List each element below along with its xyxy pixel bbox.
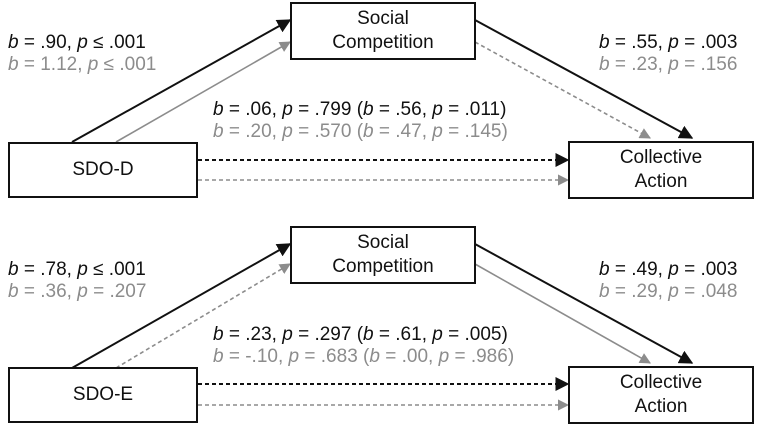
- bottom-outcome-box: Collective Action: [568, 366, 754, 424]
- top-b-path-black-arrow: [474, 19, 694, 139]
- top-predictor-box: SDO-D: [8, 142, 198, 198]
- bottom-b-path-black-arrow: [474, 243, 694, 364]
- bottom-predictor-box: SDO-E: [8, 367, 198, 423]
- bottom-predictor-label: SDO-E: [72, 384, 134, 405]
- bottom-outcome-line-2: Action: [634, 396, 688, 417]
- bottom-mediator-box: Social Competition: [290, 226, 476, 284]
- top-outcome-line-1: Collective: [619, 147, 703, 168]
- top-a-path-grey-arrow: [115, 41, 291, 143]
- bottom-a-path-black-label: b = .78, p ≤ .001: [8, 259, 146, 280]
- bottom-a-path-grey-label: b = .36, p = .207: [8, 281, 147, 302]
- top-a-path-grey-label: b = 1.12, p ≤ .001: [8, 54, 157, 75]
- bottom-outcome-line-1: Collective: [619, 372, 703, 393]
- top-a-path-black-label: b = .90, p ≤ .001: [8, 32, 146, 53]
- bottom-b-path-black-label: b = .49, p = .003: [599, 259, 738, 280]
- top-c-path-coefficients: b = .06, p = .799 (b = .56, p = .011) b …: [213, 99, 508, 143]
- bottom-a-path-coefficients: b = .78, p ≤ .001 b = .36, p = .207: [8, 259, 146, 303]
- top-b-path-grey-arrow: [474, 41, 651, 139]
- top-mediator-line-1: Social: [357, 8, 409, 29]
- bottom-c-path-coefficients: b = .23, p = .297 (b = .61, p = .005) b …: [213, 324, 514, 368]
- top-outcome-line-2: Action: [634, 171, 688, 192]
- bottom-b-path-coefficients: b = .49, p = .003 b = .29, p = .048: [599, 259, 737, 303]
- bottom-c-path-grey-label: b = -.10, p = .683 (b = .00, p = .986): [213, 346, 515, 367]
- bottom-a-path-black-arrow: [71, 243, 292, 369]
- bottom-b-path-grey-label: b = .29, p = .048: [599, 281, 738, 302]
- top-b-path-grey-label: b = .23, p = .156: [599, 54, 738, 75]
- top-b-path-coefficients: b = .55, p = .003 b = .23, p = .156: [599, 32, 737, 76]
- top-outcome-box: Collective Action: [568, 141, 754, 199]
- bottom-mediator-line-1: Social: [357, 232, 409, 253]
- top-c-path-grey-label: b = .20, p = .570 (b = .47, p = .145): [213, 121, 508, 142]
- top-predictor-label: SDO-D: [72, 159, 134, 180]
- top-b-path-black-label: b = .55, p = .003: [599, 32, 738, 53]
- top-a-path-coefficients: b = .90, p ≤ .001 b = 1.12, p ≤ .001: [8, 32, 156, 76]
- top-c-path-black-label: b = .06, p = .799 (b = .56, p = .011): [213, 99, 507, 120]
- bottom-mediator-line-2: Competition: [332, 256, 434, 277]
- top-mediator-box: Social Competition: [290, 2, 476, 60]
- top-a-path-black-arrow: [71, 19, 292, 143]
- top-mediator-line-2: Competition: [332, 32, 434, 53]
- bottom-b-path-grey-arrow: [474, 263, 651, 364]
- bottom-a-path-grey-arrow: [115, 263, 291, 369]
- bottom-c-path-black-label: b = .23, p = .297 (b = .61, p = .005): [213, 324, 508, 345]
